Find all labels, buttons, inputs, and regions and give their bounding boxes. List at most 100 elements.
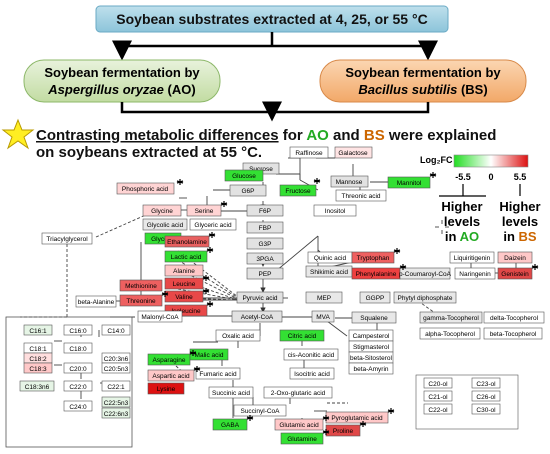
node-glucose: Glucose	[232, 173, 256, 180]
split-connector	[120, 32, 430, 56]
fa-c24-0: C24:0	[69, 404, 87, 411]
node-quinic: Quinic acid	[314, 255, 347, 262]
node-beta-toco: beta-Tocopherol	[490, 331, 537, 338]
node-cisaconitic: cis-Aconitic acid	[288, 352, 335, 359]
fa-c16-1: C16:1	[29, 328, 47, 335]
fa-c16-0: C16:0	[69, 328, 87, 335]
node-campesterol: Campesterol	[353, 333, 390, 340]
substrates-text: Soybean substrates extracted at 4, 25, o…	[116, 11, 427, 27]
legend-min: -5.5	[455, 172, 471, 182]
header-section: Soybean substrates extracted at 4, 25, o…	[1, 5, 527, 161]
node-betaalanine: beta-Alanine	[78, 299, 115, 306]
headline-line2: on soybeans extracted at 55 °C.	[36, 144, 262, 161]
node-oxalic: Oxalic acid	[222, 333, 254, 340]
asterisk-icon	[246, 415, 254, 421]
asterisk-icon	[322, 415, 330, 421]
asterisk-icon	[202, 288, 210, 294]
ao-species: Aspergillus oryzae	[47, 82, 164, 97]
fa-c18-1: C18:1	[29, 346, 47, 353]
node-f6p: F6P	[259, 208, 271, 215]
alc-c22: C22-ol	[428, 407, 448, 414]
bs-species: Bacillus subtilis	[358, 82, 457, 97]
node-lactic: Lactic acid	[171, 254, 202, 261]
node-glycine: Glycine	[151, 208, 173, 215]
bs-fermentation-line2: Bacillus subtilis (BS)	[358, 82, 487, 97]
node-sitosterol: beta-Sitosterol	[350, 355, 392, 362]
alc-c20: C20-ol	[428, 381, 448, 388]
asterisk-icon	[359, 421, 367, 427]
node-raffinose: Raffinose	[295, 150, 323, 157]
node-gamma-toco: gamma-Tocopherol	[423, 315, 479, 322]
node-fbp: FBP	[259, 225, 272, 232]
node-mva: MVA	[316, 314, 330, 321]
asterisk-icon	[161, 291, 169, 297]
node-alanine: Alanine	[173, 268, 195, 275]
asterisk-icon	[220, 201, 228, 207]
asterisk-icon	[387, 408, 395, 414]
asterisk-icon	[206, 247, 214, 253]
node-coumaroyl: p-Coumaroyl-CoA	[399, 271, 452, 278]
node-gaba: GABA	[221, 422, 240, 429]
fa-c20-5n3: C20:5n3	[104, 366, 129, 373]
node-malic: Malic acid	[195, 352, 224, 359]
fa-c18-3: C18:3	[29, 366, 47, 373]
node-sucrose: Sucrose	[249, 166, 273, 173]
node-tryptophan: Tryptophan	[357, 255, 390, 262]
node-fructose: Fructose	[285, 188, 311, 195]
node-liquiritigenin: Liquiritigenin	[454, 255, 491, 262]
fa-c22-5n3: C22:5n3	[104, 400, 129, 407]
node-valine: Valine	[175, 294, 193, 301]
legend-ao-line2: levels	[444, 214, 480, 229]
asterisk-icon	[322, 429, 330, 435]
node-phytyl: Phytyl diphosphate	[398, 295, 453, 302]
significance-marks	[161, 172, 539, 435]
ao-fermentation-line2: Aspergillus oryzae (AO)	[47, 82, 195, 97]
fa-c22-0: C22:0	[69, 384, 87, 391]
legend-mid: 0	[488, 172, 493, 182]
asterisk-icon	[208, 232, 216, 238]
node-leucine: Leucine	[173, 281, 196, 288]
alc-c21: C21-ol	[428, 394, 448, 401]
node-isocitric: Isocitric acid	[294, 371, 330, 378]
legend-color-scale	[453, 154, 529, 168]
fa-c20-3n6: C20:3n6	[104, 356, 129, 363]
node-shikimic: Shikimic acid	[310, 269, 348, 276]
node-methionine: Methionine	[125, 283, 157, 290]
node-succinic: Succinic acid	[212, 390, 250, 397]
node-proline: Proline	[333, 428, 354, 435]
node-daizein: Daizein	[504, 255, 526, 262]
legend-bs-line1: Higher	[499, 199, 540, 214]
node-aspartic: Aspartic acid	[152, 373, 190, 380]
asterisk-icon	[202, 275, 210, 281]
node-isoleucine: Isoleucine	[171, 308, 201, 315]
node-phenylalanine: Phenylalanine	[356, 271, 397, 278]
node-lysine: Lysine	[157, 386, 176, 393]
node-serine: Serine	[195, 208, 214, 215]
ao-abbrev: (AO)	[168, 82, 196, 97]
legend-title: Log₂FC	[420, 155, 453, 165]
asterisk-icon	[429, 172, 437, 178]
node-citric: Citric acid	[288, 333, 317, 340]
star-icon	[1, 118, 35, 150]
node-alpha-toco: alpha-Tocopherol	[425, 331, 475, 338]
node-mep: MEP	[317, 295, 331, 302]
node-delta-toco: delta-Tocopherol	[490, 315, 539, 322]
fatty-acid-panel	[5, 316, 133, 448]
node-threonine: Threonine	[126, 298, 156, 305]
node-pep: PEP	[258, 271, 271, 278]
alc-c23: C23-ol	[476, 381, 496, 388]
node-mannitol: Mannitol	[397, 180, 422, 187]
fa-c20-0: C20:0	[69, 366, 87, 373]
legend-max: 5.5	[514, 172, 527, 182]
node-ggpp: GGPP	[366, 295, 385, 302]
node-genistein: Genistein	[501, 271, 529, 278]
bs-abbrev: (BS)	[461, 82, 488, 97]
node-ethanolamine: Ethanolamine	[167, 239, 207, 246]
node-oxoglutaric: 2-Oxo-glutaric acid	[271, 390, 326, 397]
node-glycolic: Glycolic acid	[147, 222, 184, 229]
asterisk-icon	[193, 366, 201, 372]
node-3pga: 3PGA	[256, 256, 274, 263]
node-amyrin: beta-Amyrin	[353, 366, 388, 373]
node-squalene: Squalene	[360, 315, 388, 322]
node-naringenin: Naringenin	[459, 271, 491, 278]
